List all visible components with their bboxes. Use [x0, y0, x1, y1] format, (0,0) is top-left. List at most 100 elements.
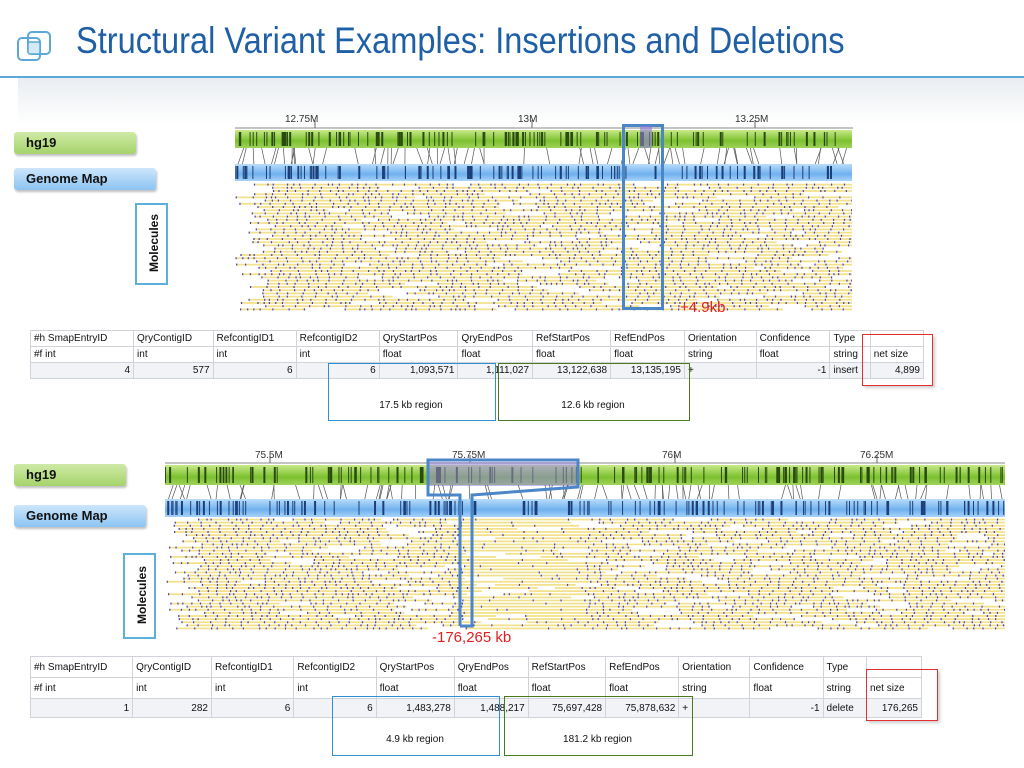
molecule-label-dot — [815, 302, 817, 304]
molecule-label-dot — [610, 534, 612, 537]
molecule-label-dot — [886, 559, 888, 561]
molecule-label-dot — [513, 222, 515, 224]
molecule-label-dot — [616, 247, 618, 250]
molecule-label-dot — [216, 615, 218, 617]
molecule-label-dot — [266, 615, 268, 617]
molecule-label-dot — [516, 186, 518, 189]
molecule-label-dot — [630, 199, 632, 202]
molecule-label-dot — [593, 543, 595, 546]
molecule-label-dot — [682, 231, 684, 234]
molecule-label-dot — [260, 590, 262, 593]
molecule-label-dot — [186, 605, 188, 608]
molecule-label-dot — [178, 527, 180, 530]
molecule-label-dot — [405, 565, 408, 568]
molecule-label-dot — [639, 260, 642, 263]
molecule-label-dot — [765, 537, 768, 540]
molecule-label-dot — [353, 234, 355, 237]
molecule-label-dot — [848, 244, 850, 247]
molecule-label-dot — [388, 266, 390, 269]
molecule-label-dot — [358, 618, 360, 621]
molecule-label-dot — [372, 549, 374, 552]
molecule-label-dot — [414, 292, 416, 295]
molecule-label-dot — [473, 206, 475, 208]
molecule-label-dot — [527, 183, 529, 186]
molecule-label-dot — [623, 596, 625, 599]
molecule-label-dot — [299, 615, 301, 617]
molecule-label-dot — [618, 183, 620, 186]
molecule-label-dot — [447, 568, 449, 571]
molecule-label-dot — [221, 543, 223, 546]
molecule-label-dot — [735, 531, 738, 533]
molecule-label-dot — [796, 289, 798, 292]
molecule-label-dot — [907, 574, 909, 577]
molecule-label-dot — [262, 537, 264, 540]
molecule-label-dot — [844, 543, 847, 546]
molecule-label-dot — [244, 562, 246, 565]
molecule-label-dot — [767, 540, 770, 543]
molecule-label-dot — [296, 241, 299, 244]
molecule-label-dot — [822, 599, 824, 602]
molecule-label-dot — [642, 209, 645, 212]
molecule-label-dot — [679, 215, 681, 218]
molecule-label-dot — [719, 565, 721, 568]
molecule-label-dot — [530, 593, 532, 596]
molecule-label-dot — [707, 521, 709, 524]
molecule-label-dot — [742, 241, 744, 244]
molecule-label-dot — [207, 565, 210, 568]
molecule-label-dot — [212, 537, 214, 540]
molecule-label-dot — [378, 611, 380, 614]
molecule-label-dot — [502, 270, 504, 272]
molecule-label-dot — [696, 593, 698, 596]
molecule-label-dot — [939, 531, 941, 533]
molecule-label-dot — [568, 260, 571, 263]
molecule-label-dot — [275, 302, 277, 304]
alignment-line — [380, 148, 385, 164]
molecule-label-dot — [991, 524, 993, 527]
molecule-label-dot — [362, 212, 364, 215]
molecule-label-dot — [757, 225, 759, 228]
molecule-label-dot — [257, 206, 259, 208]
molecule-label-dot — [487, 279, 489, 282]
molecule-label-dot — [780, 537, 782, 540]
molecule-label-dot — [263, 209, 265, 212]
molecule-label-dot — [304, 577, 306, 580]
molecule-label-dot — [817, 266, 819, 269]
molecule-label-dot — [383, 234, 385, 237]
molecule-label-dot — [597, 618, 599, 621]
molecule-label-dot — [744, 270, 747, 272]
molecule-label-dot — [375, 286, 378, 288]
molecule-label-dot — [774, 190, 777, 192]
molecule-label-dot — [637, 238, 639, 240]
molecule-label-dot — [744, 247, 747, 250]
molecule-label-dot — [676, 605, 678, 608]
molecule-label-dot — [486, 527, 489, 530]
molecule-label-dot — [1004, 543, 1005, 546]
molecule-label-dot — [920, 543, 923, 546]
molecule-label-dot — [462, 206, 464, 208]
molecule-label-dot — [479, 565, 481, 568]
molecule-label-dot — [351, 562, 353, 565]
molecule-label-dot — [774, 231, 776, 234]
molecule-label-dot — [373, 234, 376, 237]
molecule-label-dot — [514, 254, 516, 256]
molecule-label-dot — [828, 231, 830, 234]
molecule-label-dot — [744, 215, 746, 218]
molecule-label-dot — [707, 611, 709, 614]
molecule-label-dot — [405, 308, 407, 311]
molecule-label-dot — [833, 602, 836, 605]
molecule-label-dot — [983, 611, 985, 614]
alignment-line — [946, 485, 949, 500]
molecule-label-dot — [454, 209, 456, 212]
molecule-label-dot — [609, 289, 611, 292]
molecule-label-dot — [420, 565, 422, 568]
molecule-label-dot — [712, 215, 714, 218]
molecule-label-dot — [575, 231, 578, 234]
molecule-label-dot — [347, 596, 349, 599]
molecule-label-dot — [580, 231, 582, 234]
molecule-label-dot — [949, 571, 951, 574]
molecule-label-dot — [758, 608, 760, 611]
molecule-label-dot — [274, 555, 276, 558]
molecule-label-dot — [605, 546, 608, 549]
molecule-label-dot — [417, 559, 419, 561]
molecule-label-dot — [335, 583, 337, 586]
